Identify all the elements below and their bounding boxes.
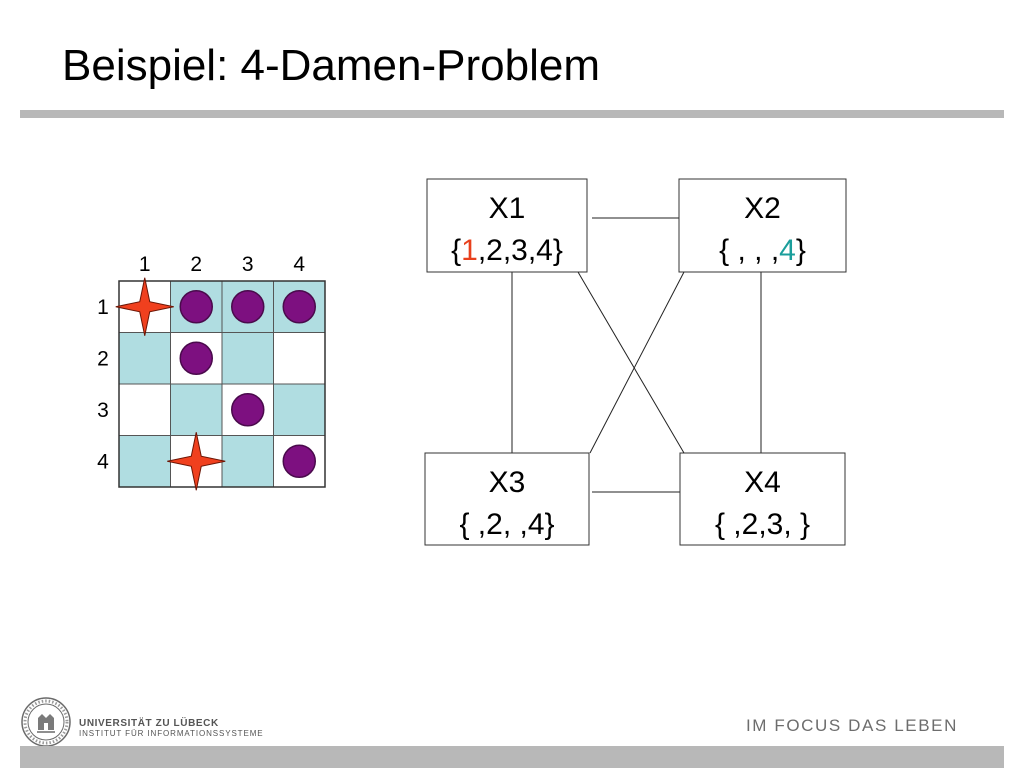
column-label: 1 (139, 253, 151, 276)
domain-part: { , , , (719, 234, 779, 267)
column-label: 3 (242, 253, 254, 276)
university-seal-icon (21, 697, 71, 747)
variable-domain: { ,2,3, } (715, 508, 810, 541)
variable-name: X4 (744, 466, 781, 499)
footer-bar (20, 746, 1004, 768)
blocked-marker (282, 444, 316, 478)
constraint-edge (589, 271, 685, 454)
constraint-edge (577, 271, 685, 454)
queen-star-icon (115, 277, 174, 336)
row-label: 1 (97, 296, 109, 319)
variable-name: X3 (489, 466, 526, 499)
chess-board: 1 2 3 4 1 2 3 4 (97, 253, 326, 491)
row-label: 4 (97, 450, 109, 473)
page-title: Beispiel: 4-Damen-Problem (62, 41, 600, 90)
variable-node (678, 178, 847, 273)
domain-part: { ,2, ,4} (459, 508, 554, 541)
variable-domain: {1,2,3,4} (451, 234, 563, 267)
board-cell (118, 332, 171, 385)
queen-star-icon (167, 432, 226, 491)
domain-part: 4 (779, 234, 796, 267)
board-cell (273, 332, 326, 385)
variable-domain: { ,2, ,4} (459, 508, 554, 541)
board-cell (221, 435, 274, 488)
domain-part: { ,2,3, } (715, 508, 810, 541)
domain-part: { (451, 234, 461, 267)
domain-part: } (796, 234, 806, 267)
variable-node (679, 452, 846, 546)
row-label: 2 (97, 347, 109, 370)
university-motto: IM FOCUS DAS LEBEN (745, 716, 958, 735)
institute-name: INSTITUT FÜR INFORMATIONSSYSTEME (79, 729, 264, 738)
title-divider (20, 110, 1004, 118)
university-name: UNIVERSITÄT ZU LÜBECK (79, 718, 219, 729)
constraint-graph: X1 {1,2,3,4} X2 { , , ,4} X3 { ,2, ,4} X4 { ,2,… (424, 178, 847, 546)
variable-domain: { , , ,4} (719, 234, 806, 267)
blocked-marker (179, 290, 213, 324)
board-cell (118, 383, 171, 436)
blocked-marker (231, 290, 265, 324)
column-label: 2 (190, 253, 202, 276)
blocked-marker (179, 341, 213, 375)
domain-part: ,2,3,4} (478, 234, 563, 267)
board-cell (170, 383, 223, 436)
row-label: 3 (97, 399, 109, 422)
blocked-marker (231, 393, 265, 427)
domain-part: 1 (461, 234, 478, 267)
variable-name: X1 (489, 192, 526, 225)
variable-name: X2 (744, 192, 781, 225)
board-cell (118, 435, 171, 488)
column-label: 4 (293, 253, 305, 276)
board-border (118, 280, 326, 488)
blocked-marker (282, 290, 316, 324)
variable-node (424, 452, 590, 546)
variable-node (426, 178, 588, 273)
board-cell (221, 332, 274, 385)
board-cell (273, 383, 326, 436)
